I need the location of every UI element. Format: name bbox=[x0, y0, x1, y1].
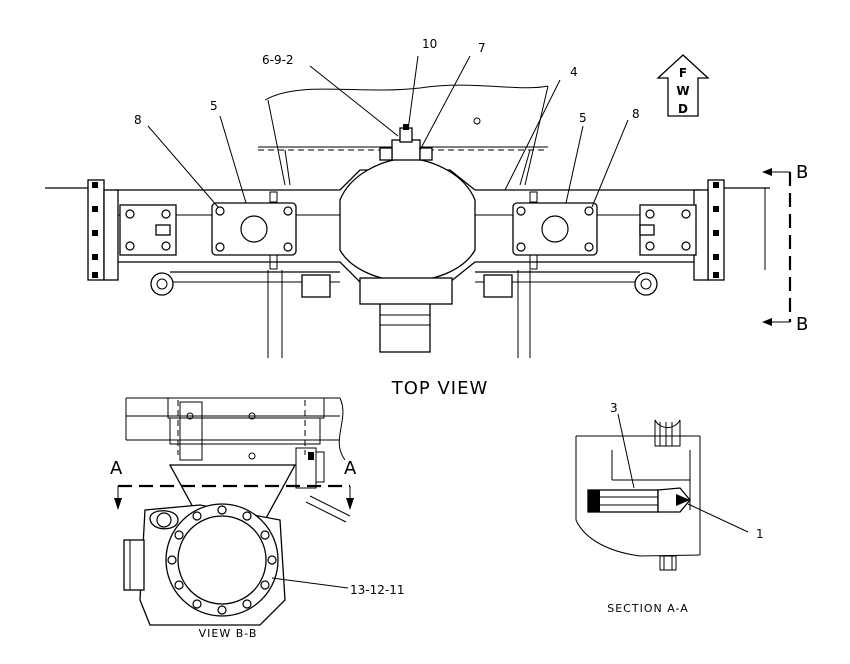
section-aa-marker: A A bbox=[110, 458, 357, 510]
callout-7: 7 bbox=[478, 41, 486, 55]
left-mounting-bore bbox=[240, 215, 268, 243]
ref-13-12-11: 13-12-11 bbox=[350, 583, 404, 597]
frame-rail-right-upper bbox=[524, 85, 549, 186]
frame-rail-left-inner bbox=[284, 149, 291, 186]
aa-lower-bolt bbox=[659, 555, 677, 571]
fwd-letter-d: D bbox=[678, 102, 688, 116]
section-a-right-label: A bbox=[344, 458, 357, 479]
callout-8-left: 8 bbox=[134, 113, 142, 127]
frame-top-edge bbox=[264, 84, 549, 101]
right-knuckle-fitting bbox=[639, 224, 655, 236]
left-hub-body bbox=[103, 189, 119, 281]
pinion-flange bbox=[391, 139, 421, 161]
right-kingpin-inner bbox=[640, 278, 652, 290]
left-knuckle-fitting bbox=[155, 224, 171, 236]
section-a-left-label: A bbox=[110, 458, 123, 479]
top-view-title: TOP VIEW bbox=[391, 378, 489, 399]
aa-fitting bbox=[657, 487, 691, 513]
callout-1: 1 bbox=[756, 527, 764, 541]
right-hub-bolts bbox=[713, 182, 719, 278]
callout-10: 10 bbox=[422, 37, 437, 51]
section-bb-marker: B B bbox=[762, 162, 808, 335]
bb-flange-bolts bbox=[167, 505, 277, 615]
frame-rail-left-upper bbox=[267, 99, 286, 186]
differential-housing bbox=[339, 157, 476, 283]
aa-stud bbox=[654, 419, 681, 447]
section-aa: 3 1 SECTION A-A bbox=[575, 401, 764, 615]
fwd-letter-w: W bbox=[676, 84, 689, 98]
view-bb: A A 13-12-11 VIEW B-B bbox=[110, 397, 404, 640]
carrier-flange bbox=[359, 277, 453, 305]
pinion-bolt-left bbox=[379, 147, 393, 161]
callout-8-right: 8 bbox=[632, 107, 640, 121]
section-aa-title: SECTION A-A bbox=[607, 602, 689, 615]
view-bb-title: VIEW B-B bbox=[199, 627, 258, 640]
breather-cap bbox=[403, 124, 409, 130]
fwd-arrow: F W D bbox=[656, 54, 710, 117]
fwd-arrow-shape bbox=[656, 54, 710, 117]
bb-side-flange bbox=[123, 539, 145, 591]
left-kingpin bbox=[150, 272, 174, 296]
left-hub-bolts bbox=[92, 182, 98, 278]
leader-13-12-11 bbox=[271, 577, 349, 589]
breather-fitting bbox=[399, 127, 413, 143]
left-kingpin-inner bbox=[156, 278, 168, 290]
drive-yoke bbox=[379, 299, 431, 353]
frame-rail-right-inner bbox=[519, 149, 531, 186]
right-mounting-bore bbox=[541, 215, 569, 243]
top-view-leaders bbox=[147, 55, 629, 208]
top-view: F W D B B 10 7 4 5 bbox=[45, 37, 808, 399]
section-b-bottom-label: B bbox=[796, 314, 808, 335]
callout-5-right: 5 bbox=[579, 111, 587, 125]
leader-3 bbox=[617, 413, 635, 489]
tie-rod-end-right bbox=[483, 274, 513, 298]
bb-cap-hole bbox=[156, 512, 172, 528]
fwd-letter-f: F bbox=[679, 66, 687, 80]
frame-hole bbox=[473, 117, 481, 125]
callout-4: 4 bbox=[570, 65, 578, 79]
callout-5-left: 5 bbox=[210, 99, 218, 113]
leader-1 bbox=[687, 503, 749, 533]
bb-bore bbox=[177, 515, 267, 605]
section-b-top-label: B bbox=[796, 162, 808, 183]
pinion-bolt-right bbox=[419, 147, 433, 161]
right-kingpin bbox=[634, 272, 658, 296]
tie-rod-end-left bbox=[301, 274, 331, 298]
ref-6-9-2: 6-9-2 bbox=[262, 53, 294, 67]
callout-3: 3 bbox=[610, 401, 618, 415]
